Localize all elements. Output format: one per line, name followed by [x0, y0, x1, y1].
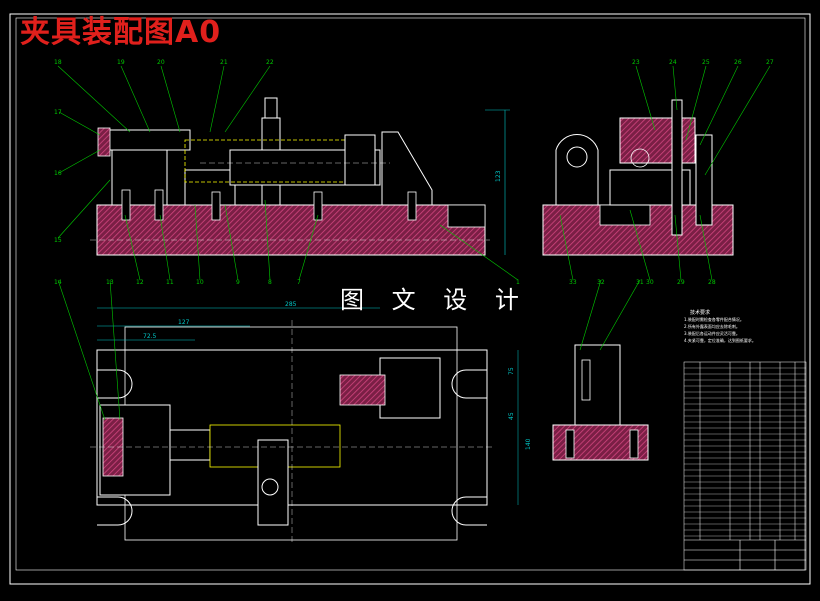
balloon-32: 32 — [597, 279, 605, 286]
balloon-30: 30 — [646, 279, 654, 286]
balloon-29: 29 — [677, 279, 685, 286]
bolt-front-5 — [407, 191, 417, 221]
clamp-head-top — [379, 357, 441, 419]
balloon-26: 26 — [734, 59, 742, 66]
requirement-line-2: 2.所有外露表面均应去除毛刺。 — [684, 324, 740, 329]
base-slot — [447, 204, 486, 228]
column-nut — [264, 97, 278, 119]
rod-side — [671, 99, 683, 236]
watermark-label: 图 文 设 计 — [340, 286, 529, 314]
balloon-25: 25 — [702, 59, 710, 66]
balloon-15: 15 — [54, 237, 62, 244]
balloon-31: 31 — [636, 279, 644, 286]
balloon-labels: 18 19 20 21 22 17 16 15 12 11 10 9 8 7 1… — [54, 59, 774, 286]
balloon-21: 21 — [220, 59, 228, 66]
balloon-24: 24 — [669, 59, 677, 66]
hex-nut-top — [261, 478, 279, 496]
requirement-line-4: 4.夹紧可靠，定位准确，达到图纸要求。 — [684, 338, 756, 343]
balloon-17: 17 — [54, 109, 62, 116]
title-block — [684, 539, 806, 570]
pivot-hole — [566, 146, 588, 168]
parts-list-rows — [684, 367, 806, 537]
requirement-line-3: 3.装配后各运动件应灵活可靠。 — [684, 331, 740, 336]
dim-127: 127 — [178, 319, 190, 326]
middle-block — [184, 169, 236, 206]
detail-pin — [581, 359, 591, 401]
pivot-bracket — [555, 134, 599, 206]
balloon-13: 13 — [106, 279, 114, 286]
dim-45: 45 — [508, 412, 515, 420]
bolt-front-3 — [211, 191, 221, 221]
drawing-title: 夹具装配图A0 — [20, 15, 222, 50]
pivot-arm-top — [339, 374, 386, 406]
dim-72-5: 72.5 — [143, 333, 157, 340]
guide-post — [695, 134, 713, 226]
parts-list-table — [683, 361, 807, 571]
cylinder-head — [344, 134, 376, 186]
part-detail-view — [552, 344, 649, 461]
dim-285: 285 — [285, 301, 297, 308]
balloon-14: 14 — [54, 279, 62, 286]
front-view: 123 — [90, 97, 510, 256]
detail-screw — [565, 429, 575, 459]
balloon-1: 1 — [516, 279, 520, 286]
balloon-28: 28 — [708, 279, 716, 286]
balloon-20: 20 — [157, 59, 165, 66]
requirement-line-1: 1.装配时需检查各零件配合情况。 — [684, 317, 744, 322]
dim-123: 123 — [495, 170, 502, 182]
bolt-front-2 — [154, 189, 164, 221]
balloon-8: 8 — [268, 279, 272, 286]
detail-screw-2 — [629, 429, 639, 459]
u-slot-bl — [97, 496, 133, 526]
dim-140: 140 — [525, 438, 532, 450]
balloon-19: 19 — [117, 59, 125, 66]
balloon-33: 33 — [569, 279, 577, 286]
clamp-arm — [99, 129, 191, 151]
requirements-title: 技术要求 — [690, 310, 711, 316]
leader-lines — [57, 65, 771, 421]
dim-75: 75 — [508, 367, 515, 375]
balloon-16: 16 — [54, 170, 62, 177]
bolt-front-4 — [313, 191, 323, 221]
balloon-18: 18 — [54, 59, 62, 66]
rear-bracket — [381, 131, 433, 206]
balloon-27: 27 — [766, 59, 774, 66]
balloon-10: 10 — [196, 279, 204, 286]
outer-frame — [9, 13, 811, 585]
balloon-7: 7 — [297, 279, 301, 286]
inner-frame — [15, 17, 806, 571]
plunger-top — [169, 429, 211, 461]
u-slot-tl — [97, 369, 133, 399]
balloon-22: 22 — [266, 59, 274, 66]
top-view: 285 127 72.5 140 45 75 — [90, 301, 532, 545]
u-slot-tr — [451, 369, 487, 399]
balloon-23: 23 — [632, 59, 640, 66]
balloon-12: 12 — [136, 279, 144, 286]
side-slot — [599, 204, 651, 226]
balloon-11: 11 — [166, 279, 174, 286]
bolt-front-1 — [121, 189, 131, 221]
clamp-jaw-left — [97, 127, 111, 157]
side-view — [542, 99, 734, 256]
balloon-9: 9 — [236, 279, 240, 286]
u-slot-br — [451, 496, 487, 526]
